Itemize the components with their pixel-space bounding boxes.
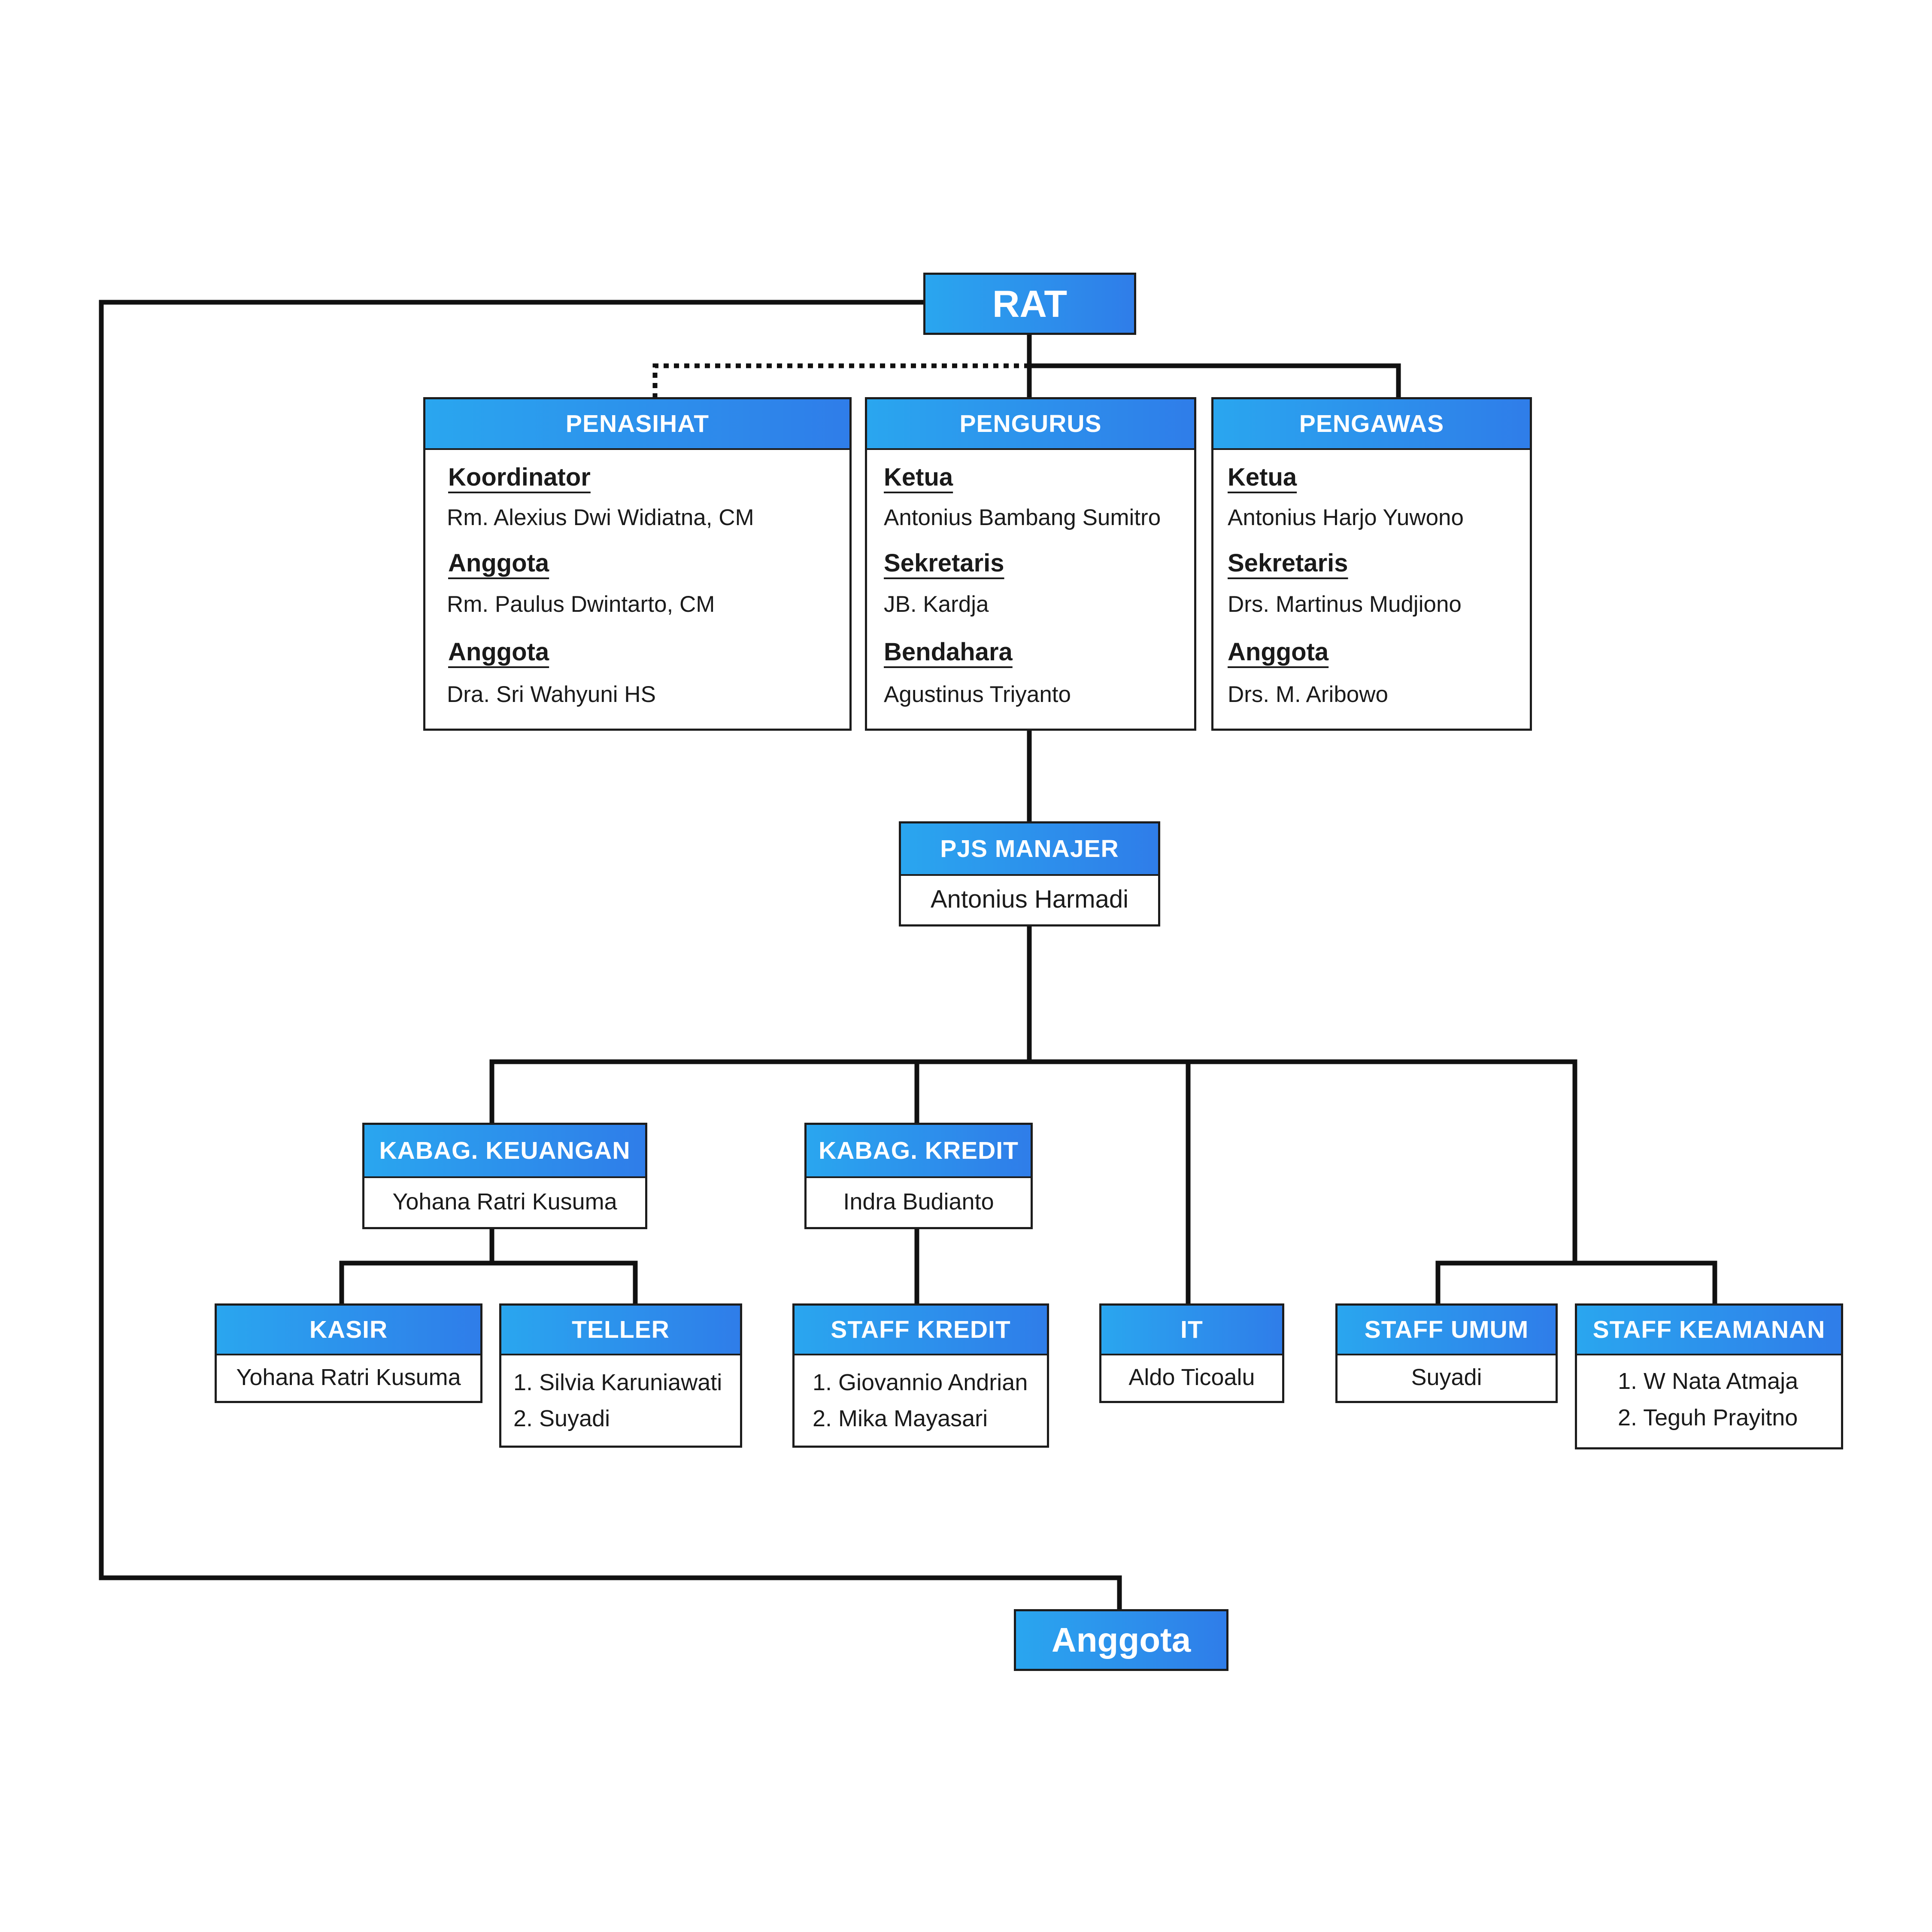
- penasihat-name-2: Rm. Paulus Dwintarto, CM: [447, 592, 715, 617]
- kredit-title: KABAG. KREDIT: [819, 1137, 1019, 1164]
- pengawas-box[interactable]: PENGAWAS Ketua Antonius Harjo Yuwono Sek…: [1211, 397, 1532, 731]
- staff-umum-header: STAFF UMUM: [1338, 1306, 1556, 1355]
- staff-keamanan-member-1: 1. W Nata Atmaja: [1618, 1368, 1799, 1394]
- staff-keamanan-box[interactable]: STAFF KEAMANAN 1. W Nata Atmaja 2. Teguh…: [1575, 1303, 1843, 1449]
- pengawas-name-1: Antonius Harjo Yuwono: [1228, 505, 1464, 530]
- staff-kredit-title: STAFF KREDIT: [831, 1316, 1011, 1343]
- pengurus-box[interactable]: PENGURUS Ketua Antonius Bambang Sumitro …: [865, 397, 1196, 731]
- pengawas-role-3: Anggota: [1228, 638, 1329, 666]
- anggota-box[interactable]: Anggota: [1014, 1609, 1228, 1671]
- pengurus-role-2: Sekretaris: [884, 549, 1004, 577]
- manajer-title: PJS MANAJER: [940, 835, 1119, 863]
- line-kasir-teller: [339, 1261, 638, 1306]
- pengurus-title: PENGURUS: [959, 410, 1102, 437]
- penasihat-name-3: Dra. Sri Wahyuni HS: [447, 682, 656, 707]
- staff-kredit-member-1: 1. Giovannio Andrian: [813, 1370, 1028, 1395]
- anggota-label: Anggota: [1051, 1621, 1191, 1659]
- manajer-header: PJS MANAJER: [901, 823, 1158, 876]
- rat-label: RAT: [992, 282, 1068, 325]
- kredit-name: Indra Budianto: [843, 1189, 994, 1215]
- staff-kredit-header: STAFF KREDIT: [795, 1306, 1047, 1355]
- it-title: IT: [1180, 1316, 1203, 1343]
- pengawas-title: PENGAWAS: [1299, 410, 1444, 437]
- it-header: IT: [1101, 1306, 1282, 1355]
- penasihat-role-2: Anggota: [448, 549, 549, 577]
- staff-umum-box[interactable]: STAFF UMUM Suyadi: [1335, 1303, 1558, 1403]
- staff-keamanan-member-2: 2. Teguh Prayitno: [1618, 1405, 1798, 1431]
- staff-kredit-box[interactable]: STAFF KREDIT 1. Giovannio Andrian 2. Mik…: [792, 1303, 1049, 1448]
- pengurus-name-1: Antonius Bambang Sumitro: [884, 505, 1161, 530]
- line-to-penasihat: [652, 363, 1029, 397]
- teller-member-1: 1. Silvia Karuniawati: [513, 1370, 722, 1395]
- keuangan-header: KABAG. KEUANGAN: [364, 1125, 645, 1178]
- staff-keamanan-header: STAFF KEAMANAN: [1577, 1306, 1841, 1355]
- manajer-name: Antonius Harmadi: [931, 885, 1128, 913]
- kasir-title: KASIR: [309, 1316, 388, 1343]
- line-umum-keamanan: [1435, 1261, 1717, 1306]
- keuangan-title: KABAG. KEUANGAN: [379, 1137, 631, 1164]
- keuangan-name: Yohana Ratri Kusuma: [392, 1189, 617, 1215]
- it-box[interactable]: IT Aldo Ticoalu: [1099, 1303, 1284, 1403]
- manajer-box[interactable]: PJS MANAJER Antonius Harmadi: [899, 821, 1160, 927]
- staff-umum-name: Suyadi: [1411, 1364, 1482, 1390]
- line-rat-anggota: [99, 300, 1122, 1612]
- teller-box[interactable]: TELLER 1. Silvia Karuniawati 2. Suyadi: [499, 1303, 742, 1448]
- pengawas-header: PENGAWAS: [1213, 399, 1530, 450]
- keuangan-box[interactable]: KABAG. KEUANGAN Yohana Ratri Kusuma: [362, 1123, 647, 1229]
- it-name: Aldo Ticoalu: [1128, 1364, 1255, 1390]
- staff-keamanan-title: STAFF KEAMANAN: [1592, 1316, 1826, 1343]
- penasihat-title: PENASIHAT: [565, 410, 710, 437]
- teller-member-2: 2. Suyadi: [513, 1406, 610, 1431]
- line-to-pengawas: [1027, 363, 1401, 400]
- rat-box[interactable]: RAT: [923, 273, 1136, 335]
- staff-umum-title: STAFF UMUM: [1364, 1316, 1529, 1343]
- pengurus-name-2: JB. Kardja: [884, 592, 989, 617]
- penasihat-box[interactable]: PENASIHAT Koordinator Rm. Alexius Dwi Wi…: [423, 397, 852, 731]
- penasihat-header: PENASIHAT: [425, 399, 849, 450]
- pengawas-role-1: Ketua: [1228, 463, 1297, 491]
- penasihat-name-1: Rm. Alexius Dwi Widiatna, CM: [447, 505, 754, 530]
- staff-kredit-member-2: 2. Mika Mayasari: [813, 1406, 988, 1431]
- teller-header: TELLER: [501, 1306, 740, 1355]
- pengurus-header: PENGURUS: [867, 399, 1194, 450]
- kasir-box[interactable]: KASIR Yohana Ratri Kusuma: [215, 1303, 482, 1403]
- kredit-box[interactable]: KABAG. KREDIT Indra Budianto: [804, 1123, 1033, 1229]
- penasihat-role-1: Koordinator: [448, 463, 591, 491]
- pengawas-name-2: Drs. Martinus Mudjiono: [1228, 592, 1462, 617]
- pengawas-role-2: Sekretaris: [1228, 549, 1348, 577]
- kredit-header: KABAG. KREDIT: [807, 1125, 1031, 1178]
- kasir-header: KASIR: [217, 1306, 480, 1355]
- penasihat-role-3: Anggota: [448, 638, 549, 666]
- pengurus-name-3: Agustinus Triyanto: [884, 682, 1071, 707]
- kasir-name: Yohana Ratri Kusuma: [236, 1364, 461, 1390]
- teller-title: TELLER: [572, 1316, 670, 1343]
- pengurus-role-3: Bendahara: [884, 638, 1013, 666]
- pengurus-role-1: Ketua: [884, 463, 953, 491]
- pengawas-name-3: Drs. M. Aribowo: [1228, 682, 1389, 707]
